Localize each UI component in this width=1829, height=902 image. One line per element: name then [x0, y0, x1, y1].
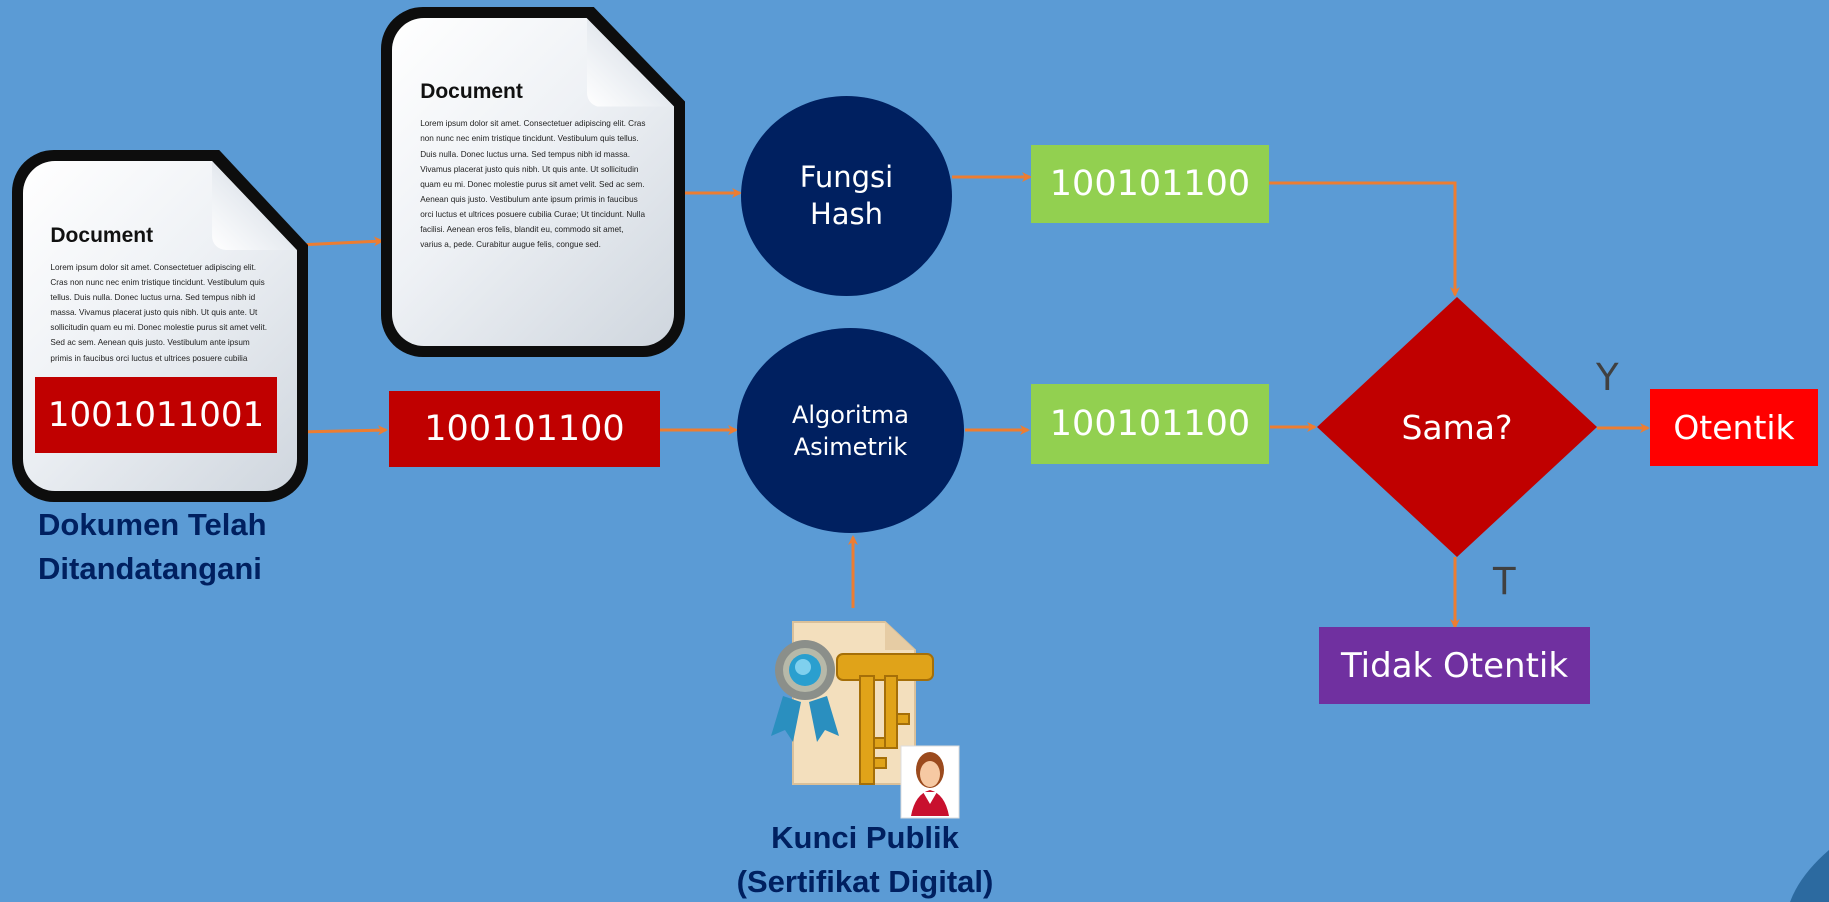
asymmetric-algorithm-node: Algoritma Asimetrik — [737, 328, 964, 533]
decrypt-result-box: 100101100 — [1031, 384, 1269, 464]
person-avatar — [900, 745, 960, 819]
plain-document-title: Document — [420, 80, 523, 104]
plain-document-icon: Document Lorem ipsum dolor sit amet. Con… — [381, 7, 685, 357]
signed-document-text: Lorem ipsum dolor sit amet. Consectetuer… — [50, 263, 267, 363]
no-label: T — [1493, 560, 1516, 603]
hash-function-node: Fungsi Hash — [741, 96, 952, 296]
public-key-caption-line-1: Kunci Publik — [771, 820, 959, 855]
asymmetric-algorithm-label-1: Algoritma — [791, 400, 910, 429]
not-authentic-result: Tidak Otentik — [1319, 627, 1590, 704]
arrow-hash-result-to-compare — [1269, 181, 1460, 297]
hash-function-label-1: Fungsi — [799, 160, 894, 194]
rosette — [775, 640, 835, 700]
corner-decoration — [1790, 850, 1829, 902]
asymmetric-algorithm-label-2: Asimetrik — [793, 432, 908, 461]
signed-document-title: Document — [50, 223, 154, 247]
certificate-key-icon — [771, 621, 960, 819]
plain-document-text: Lorem ipsum dolor sit amet. Consectetuer… — [420, 119, 646, 250]
arrow-signature-to-box — [297, 425, 388, 436]
golden-key — [836, 653, 934, 785]
compare-decision-label: Sama? — [1401, 407, 1513, 447]
signed-document-caption: Dokumen Telah Ditandatangani — [38, 503, 267, 591]
signed-caption-line-1: Dokumen Telah — [38, 507, 267, 542]
signed-caption-line-2: Ditandatangani — [38, 551, 262, 586]
public-key-caption: Kunci Publik (Sertifikat Digital) — [715, 816, 1015, 902]
signature-box: 100101100 — [389, 391, 660, 467]
hash-function-label-2: Hash — [809, 197, 884, 231]
public-key-caption-line-2: (Sertifikat Digital) — [736, 864, 994, 899]
authentic-result: Otentik — [1650, 389, 1818, 466]
yes-label: Y — [1596, 356, 1619, 399]
arrow-doc-to-plain-doc — [297, 236, 384, 247]
signature-bits: 1001011001 — [35, 377, 277, 453]
hash-result-box: 100101100 — [1031, 145, 1269, 223]
